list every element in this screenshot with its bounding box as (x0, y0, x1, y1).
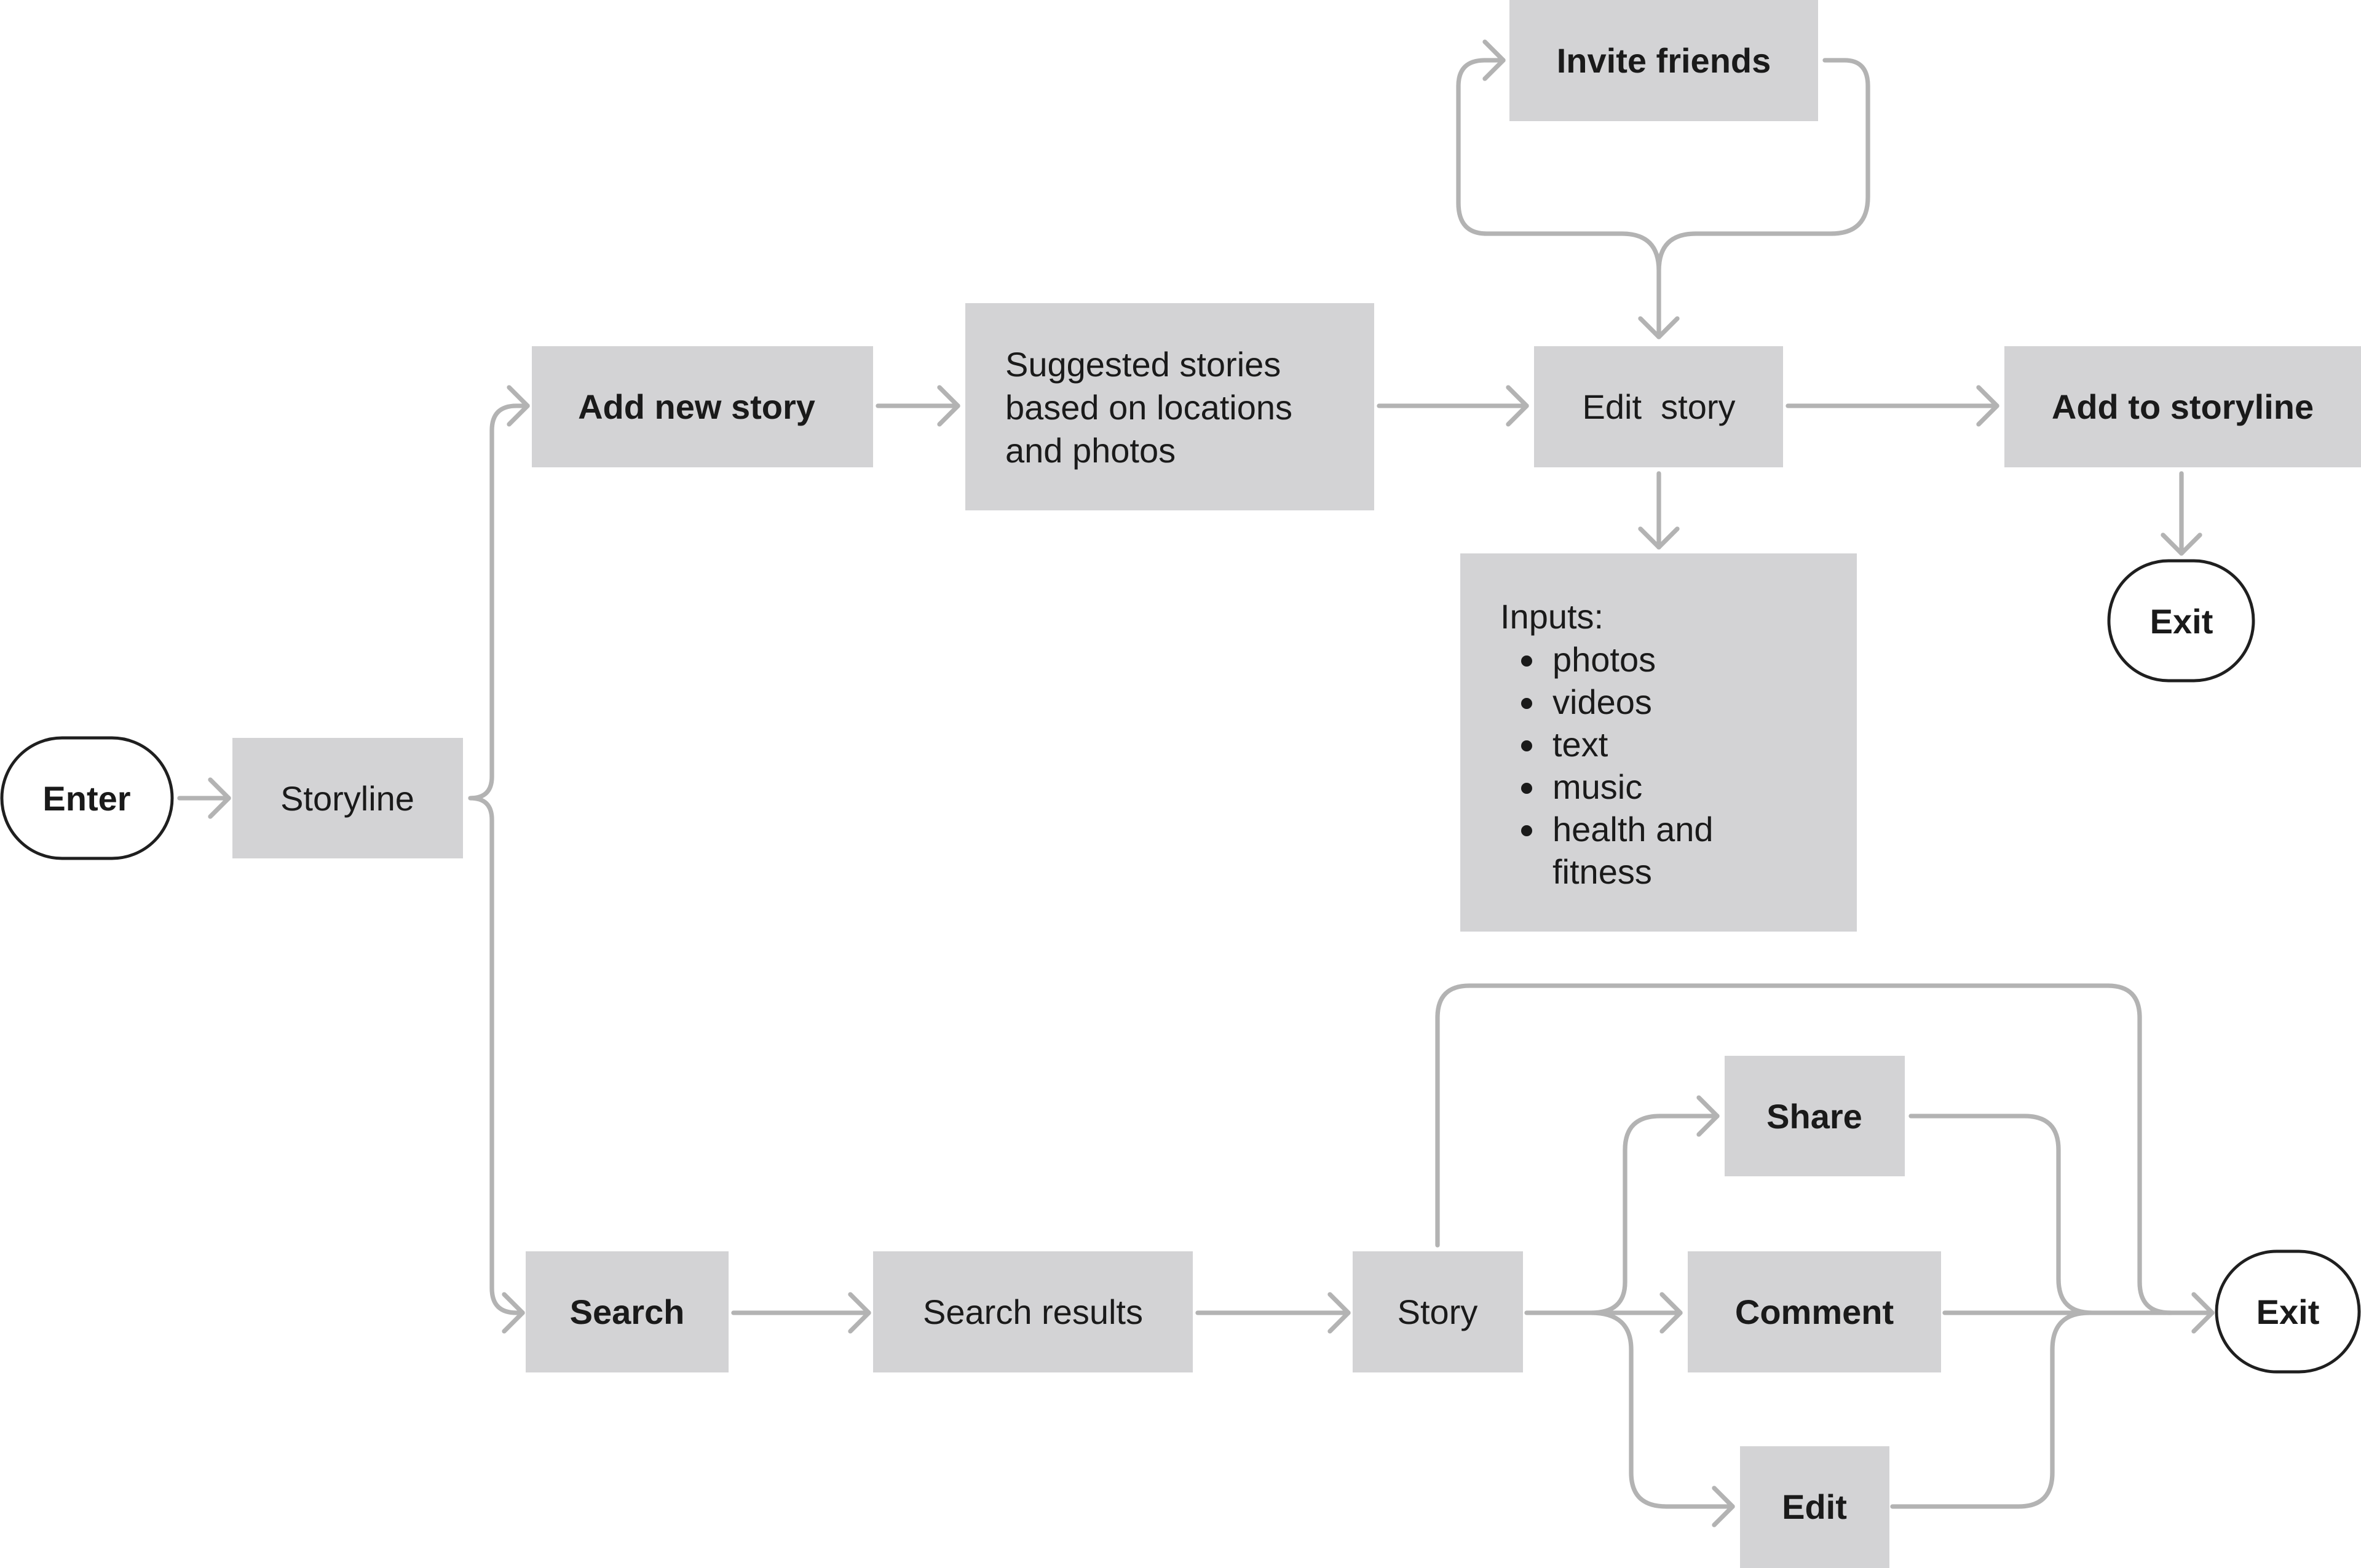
input-item-health-line-2: fitness (1552, 852, 1652, 891)
node-storyline: Storyline (232, 738, 463, 858)
search-results-label: Search results (923, 1293, 1143, 1331)
bullet-videos (1521, 698, 1532, 709)
add-to-storyline-box (2004, 346, 2361, 467)
edge-storyline-branch (468, 403, 530, 1315)
arrowhead-share (1696, 1095, 1720, 1137)
edit-story-box (1534, 346, 1783, 467)
node-invite-friends: Invite friends (1509, 0, 1818, 121)
comment-box (1688, 1251, 1941, 1372)
storyline-box (232, 738, 463, 858)
search-box (526, 1251, 729, 1372)
node-comment: Comment (1688, 1251, 1941, 1372)
arrowhead-inputs (1638, 526, 1680, 550)
storyline-label: Storyline (280, 779, 414, 818)
arrowhead-search (502, 1292, 525, 1334)
node-inputs: Inputs: photos videos text music health … (1460, 553, 1857, 932)
suggested-box (965, 303, 1374, 510)
edit-story-label: Edit story (1583, 387, 1736, 426)
arrowhead-story (1327, 1292, 1351, 1334)
node-add-to-storyline: Add to storyline (2004, 346, 2361, 467)
arrowhead-edit (1712, 1486, 1735, 1527)
arrowhead-addtostoryline (1976, 385, 1999, 427)
exit-top-terminal (2107, 559, 2255, 683)
arrowhead-search-results (848, 1292, 871, 1334)
share-box (1725, 1056, 1905, 1176)
input-item-videos: videos (1552, 683, 1652, 721)
invite-friends-label: Invite friends (1557, 41, 1771, 80)
exit-bottom-terminal (2215, 1249, 2361, 1374)
input-item-health-line-1: health and (1552, 810, 1714, 849)
bullet-text (1521, 740, 1532, 751)
exit-top-label: Exit (2150, 602, 2213, 641)
edge-story-fanout (1524, 1114, 1735, 1509)
edit-box (1740, 1446, 1889, 1568)
connectors (177, 39, 2215, 1527)
arrowhead-exit-top (2161, 533, 2202, 556)
edge-story-loop-exit (1435, 983, 2173, 1315)
edge-invite-loop (1456, 58, 1870, 339)
arrowhead-add-new-story (507, 385, 530, 427)
comment-label: Comment (1735, 1293, 1894, 1331)
node-search: Search (526, 1251, 729, 1372)
suggested-label-line-2: based on locations (1005, 388, 1292, 427)
input-item-text: text (1552, 725, 1608, 764)
node-exit-bottom: Exit (2215, 1249, 2361, 1374)
search-results-box (873, 1251, 1193, 1372)
node-share: Share (1725, 1056, 1905, 1176)
edge-merge-exit (1890, 1114, 2215, 1509)
suggested-label-line-1: Suggested stories (1005, 345, 1281, 384)
bullet-health (1521, 825, 1532, 836)
enter-terminal (0, 736, 174, 860)
node-add-new-story: Add new story (532, 346, 873, 467)
story-box (1353, 1251, 1523, 1372)
node-enter: Enter (0, 736, 174, 860)
arrowhead-exit-bottom (2191, 1292, 2215, 1334)
input-item-music: music (1552, 767, 1642, 806)
arrowhead-comment (1659, 1292, 1683, 1334)
arrowhead-editstory-from-invite (1638, 316, 1680, 339)
share-label: Share (1766, 1097, 1862, 1136)
edit-label: Edit (1782, 1487, 1847, 1526)
node-search-results: Search results (873, 1251, 1193, 1372)
node-exit-top: Exit (2107, 559, 2255, 683)
add-new-story-box (532, 346, 873, 467)
bullet-photos (1521, 655, 1532, 667)
node-edit-story: Edit story (1534, 346, 1783, 467)
add-to-storyline-label: Add to storyline (2052, 387, 2314, 426)
arrowhead-invite-friends (1482, 39, 1506, 81)
node-suggested-stories: Suggested stories based on locations and… (965, 303, 1374, 510)
enter-label: Enter (42, 779, 130, 818)
invite-friends-box (1509, 0, 1818, 121)
add-new-story-label: Add new story (578, 387, 815, 426)
suggested-label-line-3: and photos (1005, 431, 1176, 470)
arrowhead-editstory (1506, 385, 1529, 427)
bullet-music (1521, 783, 1532, 794)
exit-bottom-label: Exit (2256, 1293, 2320, 1331)
story-label: Story (1398, 1293, 1478, 1331)
arrowhead-suggested (937, 385, 960, 427)
node-edit: Edit (1740, 1446, 1889, 1568)
node-story: Story (1353, 1251, 1523, 1372)
inputs-title: Inputs: (1500, 597, 1604, 636)
search-label: Search (570, 1293, 685, 1331)
arrowhead-storyline (208, 777, 231, 819)
input-item-photos: photos (1552, 640, 1656, 679)
